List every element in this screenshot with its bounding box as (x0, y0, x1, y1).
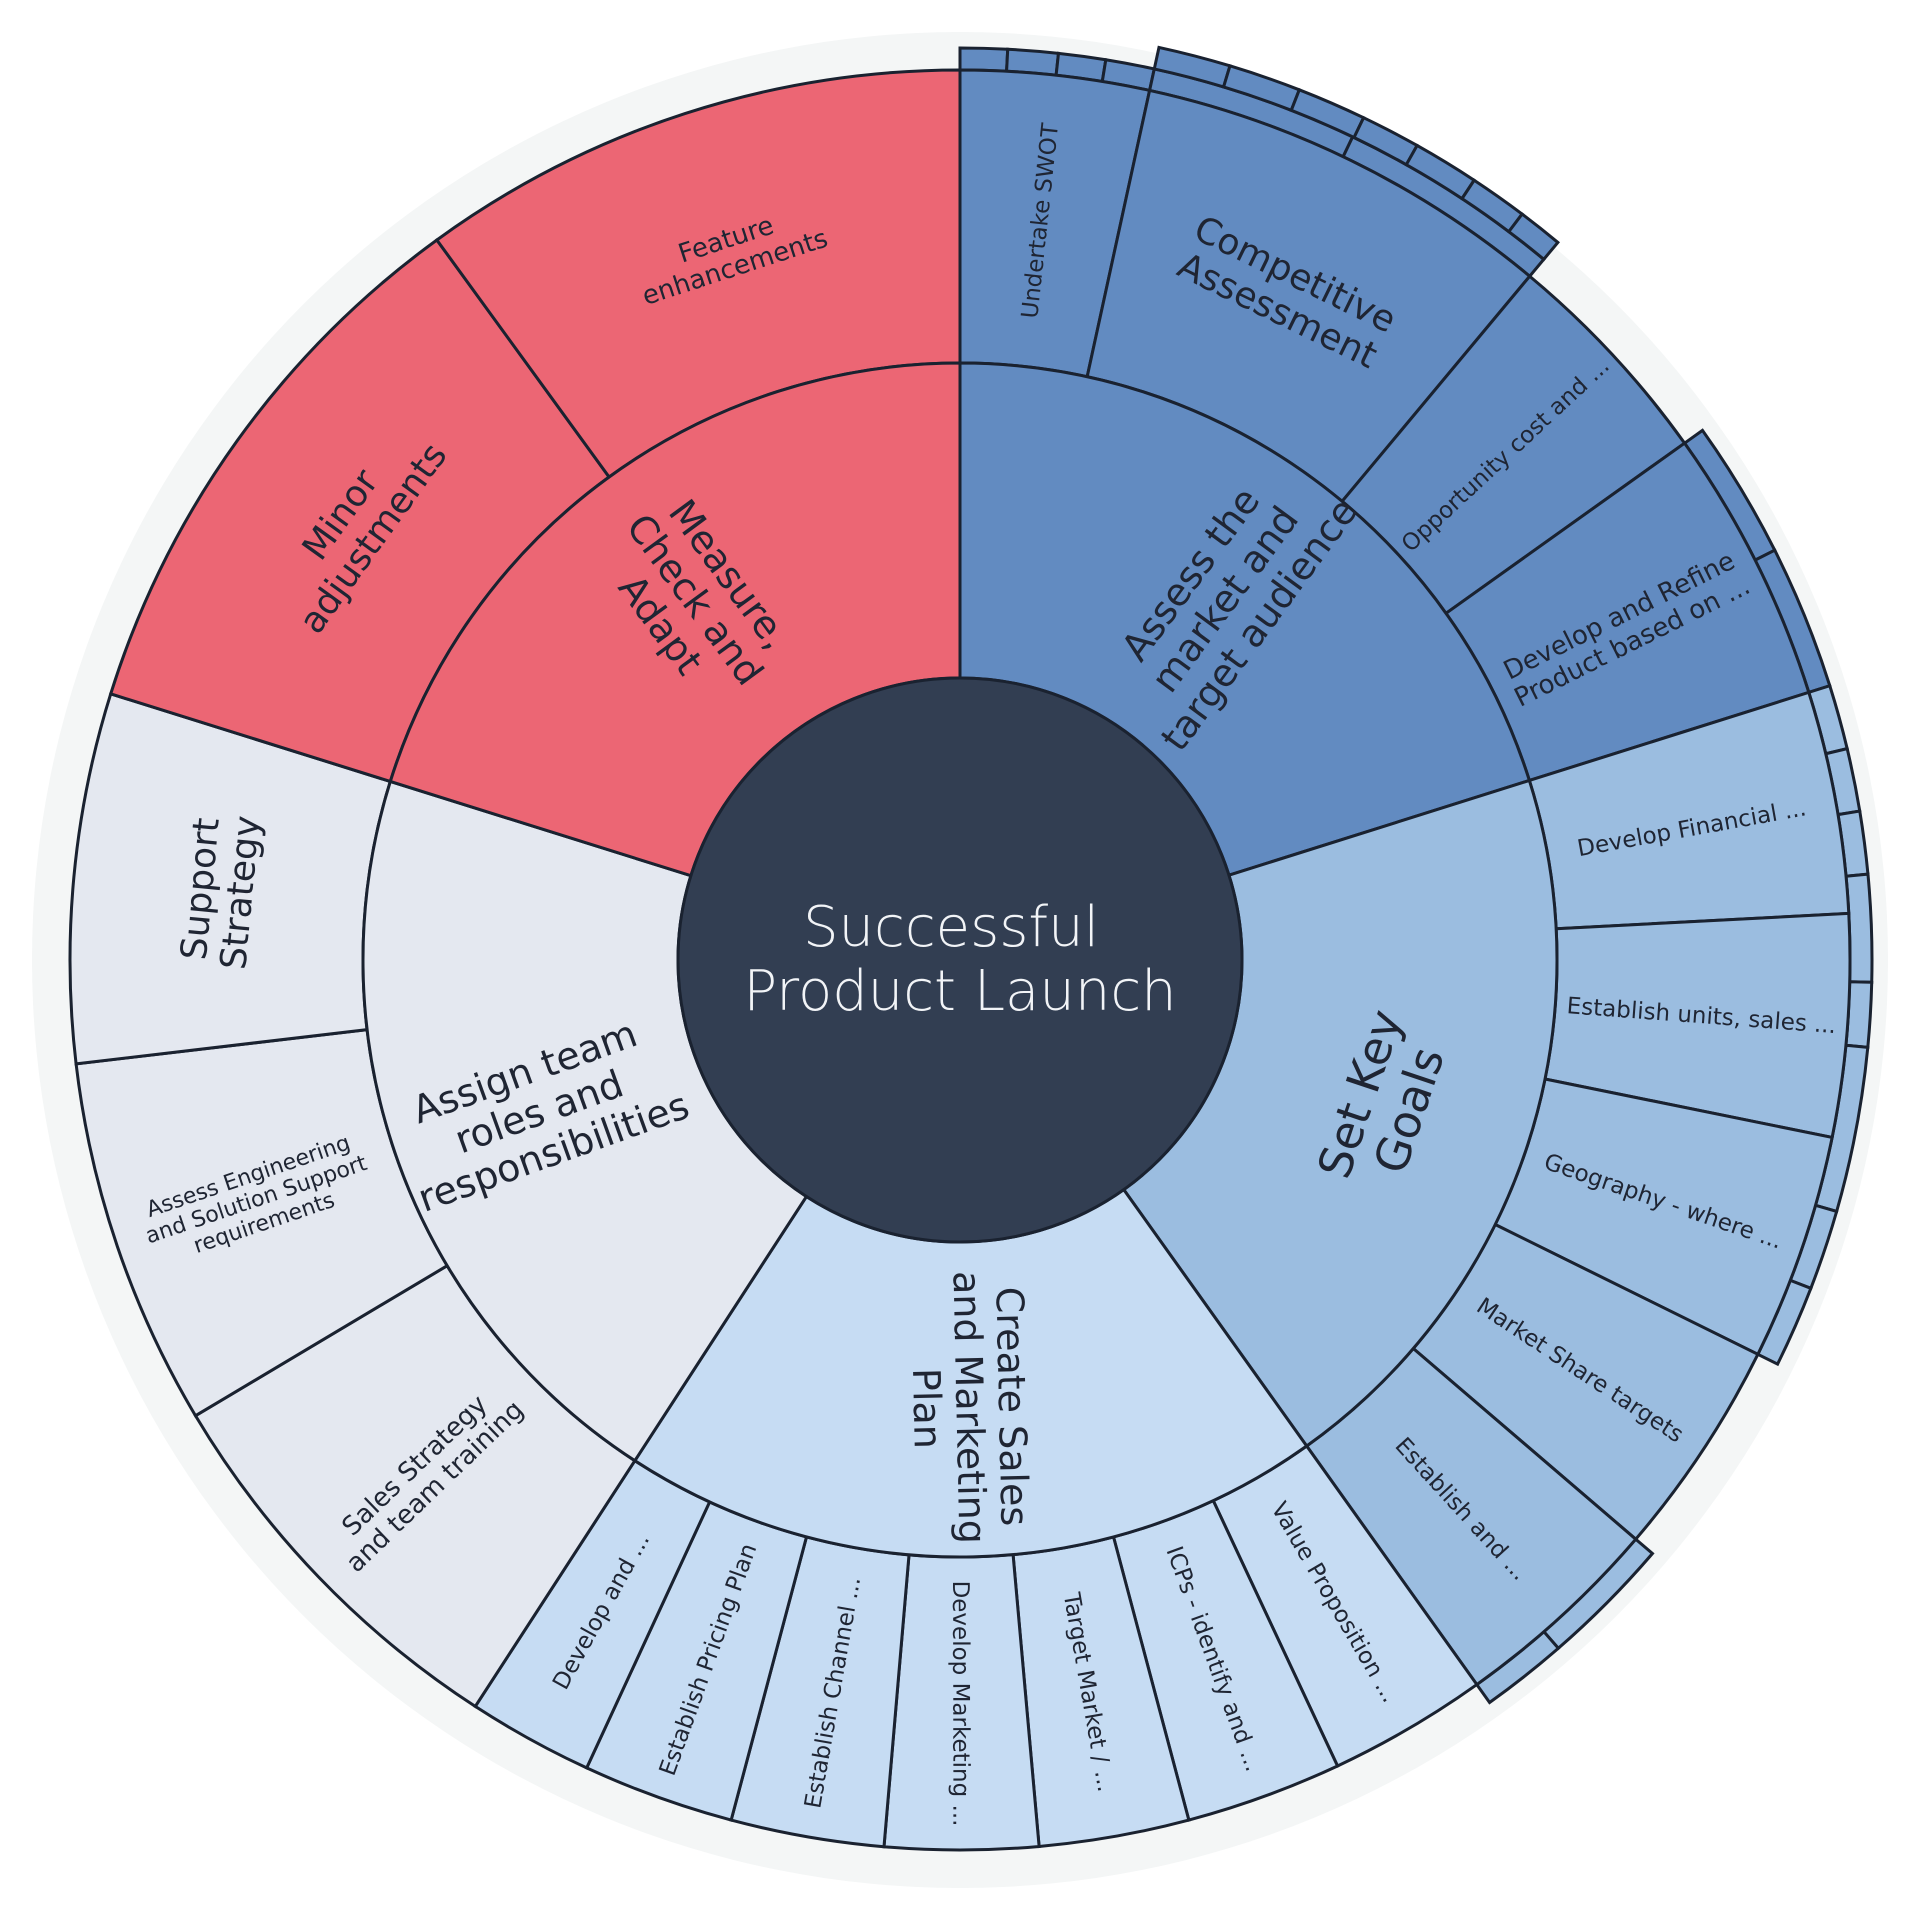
center-circle (676, 676, 1244, 1244)
detail-cell[interactable] (958, 46, 1010, 73)
segment-label: Create Salesand MarketingPlan (902, 1270, 1037, 1546)
segment-feature-enhancements[interactable]: Featureenhancements (434, 68, 962, 480)
center-title: Successful Product Launch (743, 895, 1176, 1024)
segment-establish-and[interactable]: Establish and ... (1304, 1346, 1638, 1687)
segment-develop-and-refine-product-based-on[interactable]: Develop and RefineProduct based on ... (1443, 441, 1811, 783)
segment-geography-where[interactable]: Geography - where ... (1493, 1077, 1834, 1357)
segment-establish-channel[interactable]: Establish Channel ... (729, 1535, 911, 1849)
segment-competitive-assessment[interactable]: CompetitiveAssessment (1085, 88, 1532, 504)
outer-detail-ring (958, 45, 1874, 1705)
detail-ring-segment[interactable] (1152, 45, 1560, 262)
segment-assign-team-roles-and-responsibilities[interactable]: Assign teamroles andresponsibilities (361, 779, 809, 1463)
segment-develop-marketing[interactable]: Develop Marketing ... (882, 1553, 1041, 1852)
segment-assess-engineering-and-solution-support-requirements[interactable]: Assess Engineeringand Solution Supportre… (74, 1027, 450, 1418)
segment-develop-financial[interactable]: Develop Financial ... (1527, 690, 1851, 931)
detail-ring-segment[interactable] (958, 46, 1157, 93)
segment-label: SupportStrategy (173, 810, 268, 971)
segment-assess-the-market-and-target-audience[interactable]: Assess themarket andtarget audience (958, 361, 1532, 878)
segment-create-sales-and-marketing-plan[interactable]: Create Salesand MarketingPlan (632, 1187, 1309, 1559)
segment-market-share-targets[interactable]: Market Share targets (1411, 1222, 1760, 1542)
segment-label: Develop Marketing ... (947, 1581, 973, 1827)
segment-icps-identify-and[interactable]: ICPs - identify and ... (1111, 1498, 1340, 1822)
segment-sales-strategy-and-team-training[interactable]: Sales Strategyand team training (193, 1263, 637, 1709)
center-node[interactable]: Successful Product Launch (676, 676, 1244, 1244)
detail-cell[interactable] (1506, 211, 1560, 262)
segment-measure-check-and-adapt[interactable]: Measure,Check andAdapt (388, 361, 962, 878)
segment-establish-units-sales[interactable]: Establish units, sales ... (1543, 911, 1852, 1140)
segment-undertake-swot[interactable]: Undertake SWOT (958, 68, 1152, 379)
